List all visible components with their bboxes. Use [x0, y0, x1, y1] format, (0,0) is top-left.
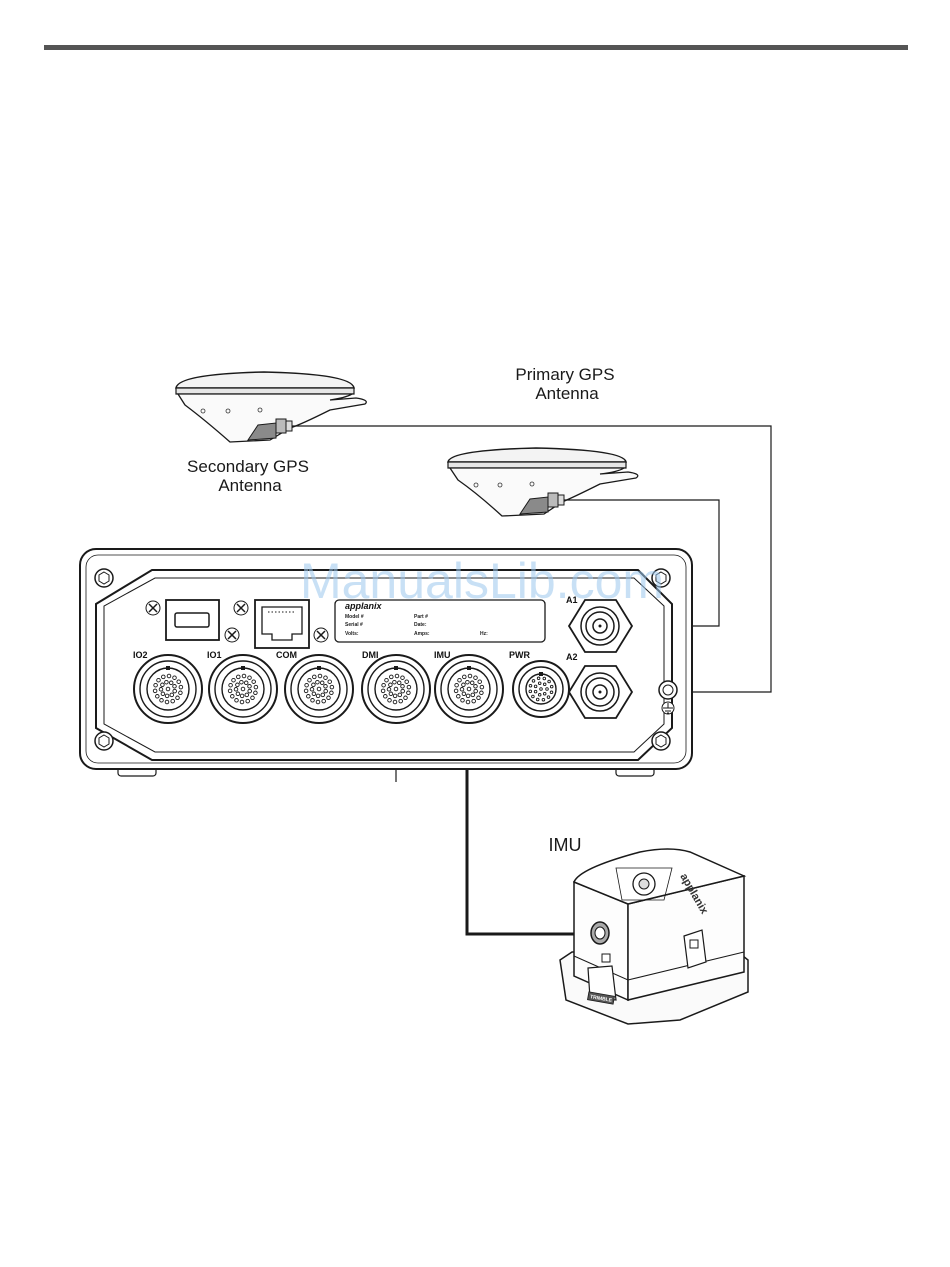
phillips-screw-icon: [314, 628, 328, 642]
connector-pwr: [513, 661, 569, 717]
port-label-imu: IMU: [434, 650, 451, 660]
corner-screw-icon: [95, 569, 113, 587]
secondary-gps-label-line1: Secondary GPS: [187, 457, 309, 476]
connector-imu: [435, 655, 503, 723]
nameplate-volts: Volts:: [345, 631, 359, 637]
port-label-a2: A2: [566, 652, 578, 662]
connector-io2: [134, 655, 202, 723]
nameplate-amps: Amps:: [414, 631, 430, 637]
imu-label: IMU: [549, 835, 582, 855]
primary-gps-antenna: [448, 448, 638, 516]
port-label-io1: IO1: [207, 650, 222, 660]
phillips-screw-icon: [225, 628, 239, 642]
imu-unit: applanix TRIMBLE: [560, 849, 748, 1024]
port-label-com: COM: [276, 650, 297, 660]
connector-dmi: [362, 655, 430, 723]
port-label-dmi: DMI: [362, 650, 379, 660]
corner-screw-icon: [652, 732, 670, 750]
corner-screw-icon: [95, 732, 113, 750]
primary-gps-label-line1: Primary GPS: [515, 365, 614, 384]
connector-com: [285, 655, 353, 723]
phillips-screw-icon: [146, 601, 160, 615]
nameplate-part: Part #: [414, 614, 428, 620]
nameplate-model: Model #: [345, 614, 364, 620]
connector-io1: [209, 655, 277, 723]
primary-gps-label-line2: Antenna: [535, 384, 599, 403]
phillips-screw-icon: [234, 601, 248, 615]
secondary-gps-antenna: [176, 372, 366, 442]
port-label-pwr: PWR: [509, 650, 530, 660]
imu-connector: [591, 922, 609, 944]
nameplate-hz: Hz:: [480, 631, 488, 637]
secondary-gps-label-line2: Antenna: [218, 476, 282, 495]
nameplate-date: Date:: [414, 622, 427, 628]
nameplate-serial: Serial #: [345, 622, 363, 628]
port-label-io2: IO2: [133, 650, 148, 660]
header-rule: [44, 45, 908, 50]
usb-port: [166, 600, 219, 640]
watermark: ManualsLib.com: [300, 553, 664, 609]
